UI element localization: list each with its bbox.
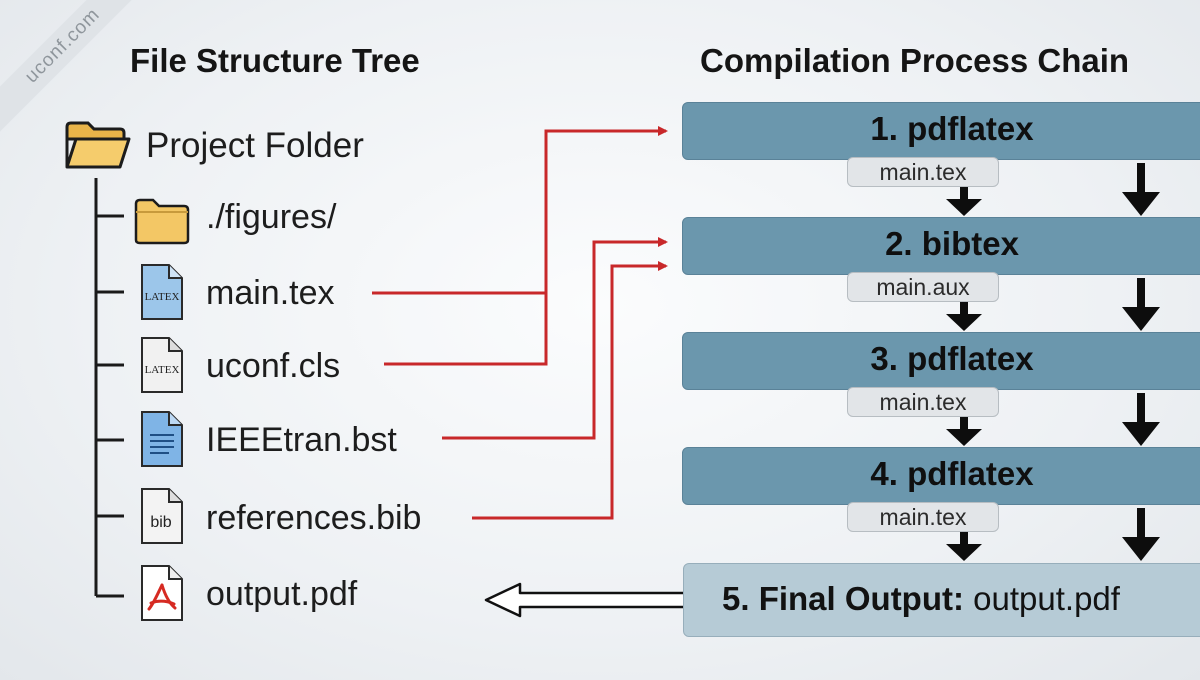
stage-2-box[interactable] xyxy=(682,217,1200,275)
file-tree-heading: File Structure Tree xyxy=(130,42,420,79)
tree-item-figures[interactable]: ./figures/ xyxy=(206,198,337,236)
tree-item-ieeetran-bst[interactable]: IEEEtran.bst xyxy=(206,421,397,459)
stage-3-label: 3. pdflatex xyxy=(870,340,1034,377)
stage-4-box[interactable] xyxy=(682,447,1200,505)
stage-1-input: main.tex xyxy=(847,157,999,187)
tree-item-uconf-cls[interactable]: uconf.cls xyxy=(206,347,341,385)
folder-icon xyxy=(134,198,190,245)
final-output-box[interactable] xyxy=(683,563,1200,637)
bib-badge: bib xyxy=(150,514,171,531)
bib-file-icon: bib xyxy=(141,488,183,544)
tree-item-references-bib[interactable]: references.bib xyxy=(206,499,422,537)
stage-1-label: 1. pdflatex xyxy=(870,110,1034,147)
final-output-file: output.pdf xyxy=(973,580,1120,617)
latex-badge: LATEX xyxy=(145,364,180,376)
compilation-chain-heading: Compilation Process Chain xyxy=(700,42,1130,79)
pdf-file-icon xyxy=(141,565,183,621)
text-document-icon xyxy=(141,411,183,467)
stage-2-input: main.aux xyxy=(847,272,999,302)
project-folder-label[interactable]: Project Folder xyxy=(146,126,364,165)
latex-badge: LATEX xyxy=(145,291,180,303)
stage-3-input: main.tex xyxy=(847,387,999,417)
stage-4-input: main.tex xyxy=(847,502,999,532)
final-output-prefix: 5. Final Output: xyxy=(722,580,964,617)
stage-down-arrows xyxy=(946,163,1160,561)
input-connection-lines xyxy=(372,126,668,520)
stage-4-label: 4. pdflatex xyxy=(870,455,1034,492)
latex-file-icon: LATEX xyxy=(141,264,183,320)
stage-2-label: 2. bibtex xyxy=(885,225,1019,262)
open-folder-icon xyxy=(65,121,131,169)
tree-item-main-tex[interactable]: main.tex xyxy=(206,274,335,312)
tree-item-output-pdf[interactable]: output.pdf xyxy=(206,575,358,613)
stage-3-box[interactable] xyxy=(682,332,1200,390)
output-return-arrow xyxy=(484,582,683,618)
final-output-label: 5. Final Output: output.pdf xyxy=(722,580,1120,618)
latex-class-file-icon: LATEX xyxy=(141,337,183,393)
